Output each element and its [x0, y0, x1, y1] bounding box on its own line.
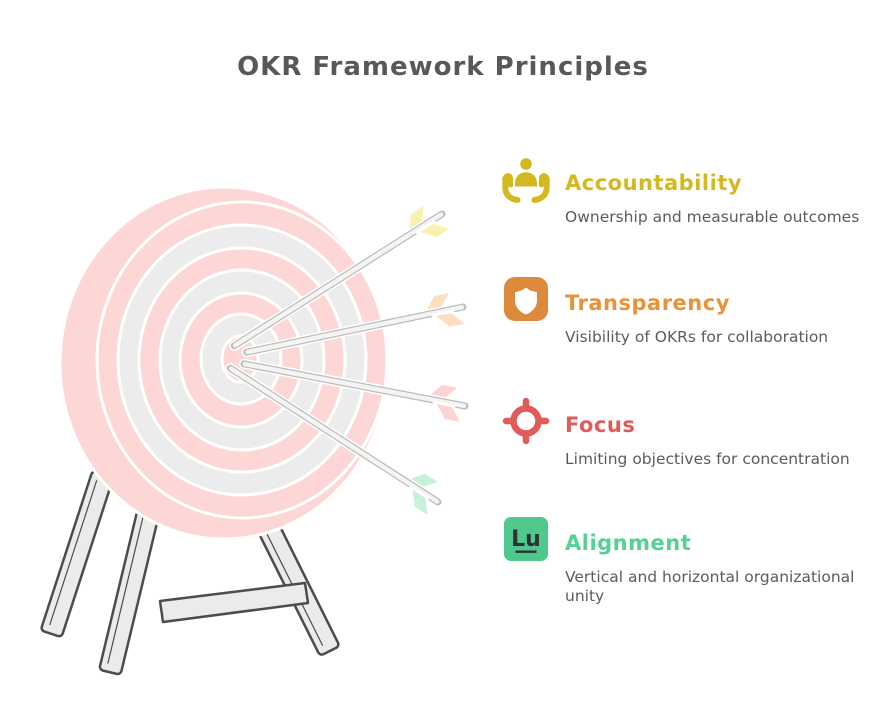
principle-description: Ownership and measurable outcomes — [565, 208, 860, 226]
lu-badge-icon: Lu — [504, 517, 548, 561]
principle-name: Alignment — [565, 531, 692, 555]
principle-name: Transparency — [565, 291, 730, 315]
principle-name: Focus — [565, 413, 636, 437]
easel-crossbar — [158, 581, 310, 624]
svg-text:Lu: Lu — [511, 527, 541, 552]
principle-description: Limiting objectives for concentration — [565, 450, 850, 468]
arrow-focus — [238, 358, 470, 426]
arrow-alignment — [225, 363, 443, 520]
easel-stand — [40, 470, 340, 676]
arrows — [225, 201, 470, 520]
arrow-accountability — [229, 201, 454, 351]
supporting-hands-person-icon — [502, 158, 550, 203]
arrow-transparency — [241, 289, 470, 358]
principle-name: Accountability — [565, 171, 743, 195]
crosshair-target-icon — [502, 397, 550, 445]
principle-description: Visibility of OKRs for collaboration — [565, 328, 829, 346]
shield-badge-icon — [504, 277, 548, 321]
page-title: OKR Framework Principles — [237, 52, 649, 82]
principle-description: Vertical and horizontal organizational u… — [565, 568, 855, 605]
